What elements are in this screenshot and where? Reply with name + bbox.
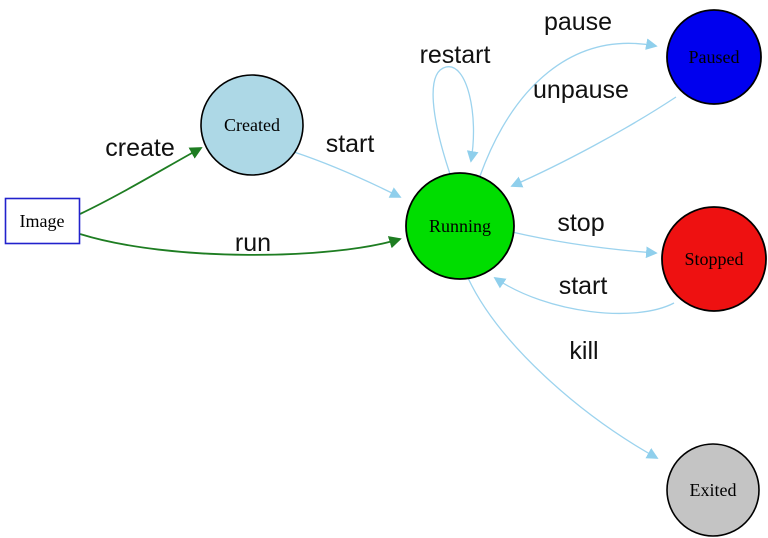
edge-label-unpause: unpause	[533, 76, 629, 104]
edge-label-restart: restart	[420, 41, 491, 69]
node-created: Created	[200, 74, 304, 176]
edge-label-start-top: start	[326, 130, 375, 158]
node-created-label: Created	[224, 115, 280, 135]
node-stopped: Stopped	[661, 206, 767, 312]
node-image-label: Image	[20, 211, 65, 231]
edge-label-start-bottom: start	[559, 272, 608, 300]
node-stopped-label: Stopped	[684, 249, 743, 269]
node-exited-circle	[666, 443, 760, 537]
edge-create	[79, 147, 203, 215]
edge-restart-self-loop	[432, 66, 479, 175]
edge-pause	[479, 38, 658, 177]
edge-start-created-running	[293, 151, 402, 198]
edge-kill	[467, 277, 659, 459]
edge-run	[79, 233, 402, 256]
node-image-box	[4, 197, 81, 245]
node-image: Image	[4, 197, 81, 245]
node-running: Running	[405, 172, 515, 280]
edge-label-pause: pause	[544, 8, 612, 36]
node-running-circle	[405, 172, 515, 280]
edge-label-kill: kill	[569, 337, 598, 365]
node-exited-label: Exited	[690, 480, 737, 500]
edge-stop	[511, 231, 658, 259]
node-paused-label: Paused	[689, 47, 740, 67]
edge-label-create: create	[105, 134, 174, 162]
edge-unpause	[510, 96, 677, 188]
node-paused-circle	[666, 9, 762, 105]
node-running-label: Running	[429, 216, 491, 236]
edge-label-stop: stop	[557, 209, 604, 237]
node-paused: Paused	[666, 9, 762, 105]
node-created-circle	[200, 74, 304, 176]
node-exited: Exited	[666, 443, 760, 537]
node-stopped-circle	[661, 206, 767, 312]
edge-label-run: run	[235, 229, 271, 257]
edge-start-stopped-running	[493, 277, 675, 315]
